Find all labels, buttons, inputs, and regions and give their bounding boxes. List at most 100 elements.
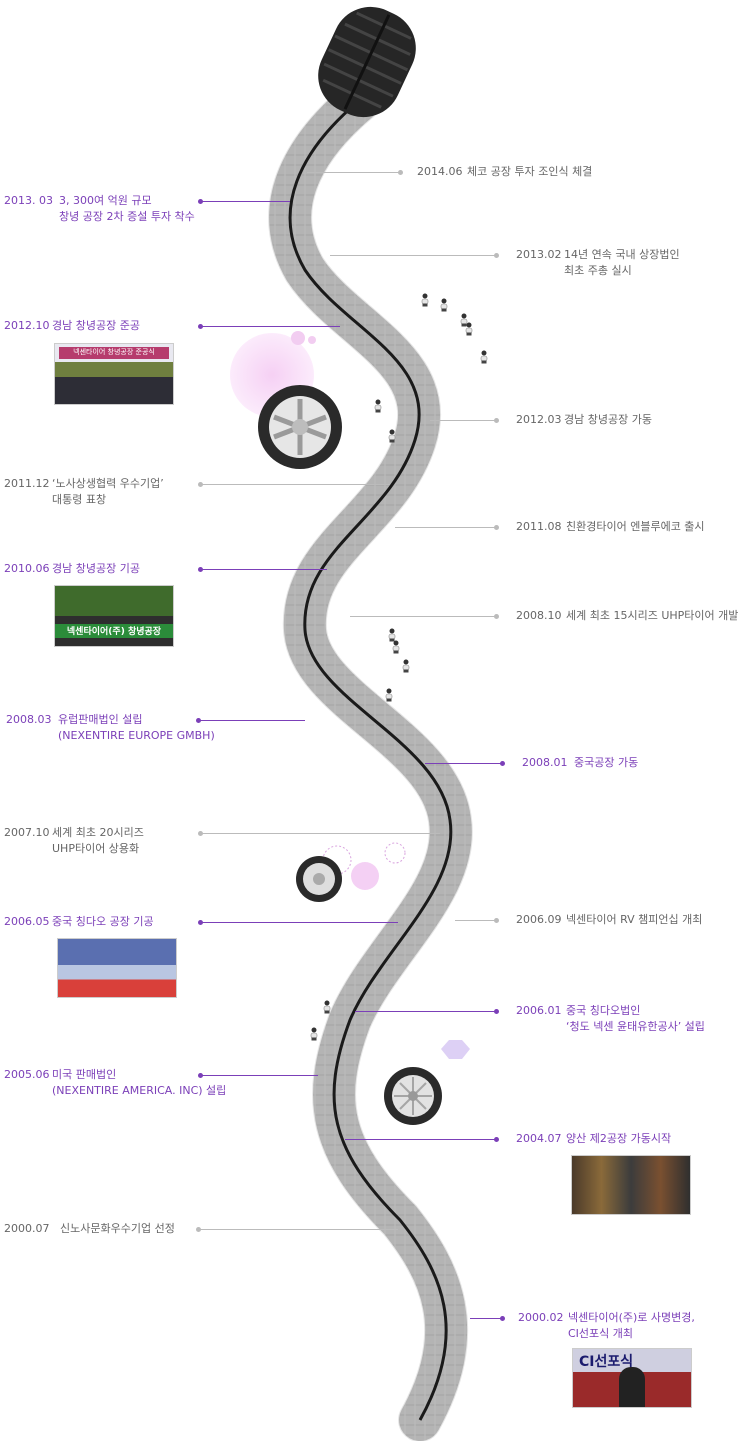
person-figure: [458, 313, 470, 327]
person-figure: [438, 298, 450, 312]
event-connector-line: [200, 1075, 318, 1076]
event-description: 최초 주총 실시: [564, 264, 632, 277]
event-connector-line: [198, 1229, 398, 1230]
event-description: 중국 칭다오법인: [566, 1004, 641, 1017]
wheel-icon: [384, 1067, 442, 1125]
event-dot: [198, 831, 203, 836]
event-description: 넥센타이어(주)로 사명변경,: [568, 1311, 695, 1324]
event-year: 2013.02: [516, 248, 562, 261]
event-connector-line: [200, 569, 327, 570]
person-figure: [383, 688, 395, 702]
event-connector-line: [200, 326, 340, 327]
event-description: 중국공장 가동: [574, 756, 639, 769]
event-year: 2011.08: [516, 520, 562, 533]
event-dot: [494, 525, 499, 530]
photo-2004-factory: [571, 1155, 691, 1215]
event-connector-line: [307, 172, 400, 173]
event-dot: [198, 567, 203, 572]
photo-2006-qingdao: [57, 938, 177, 998]
person-figure: [463, 322, 475, 336]
event-connector-line: [200, 201, 290, 202]
event-year: 2013. 03: [4, 194, 53, 207]
event-dot: [196, 718, 201, 723]
event-description: CI선포식 개최: [568, 1327, 634, 1340]
event-connector-line: [350, 616, 496, 617]
event-connector-line: [455, 920, 496, 921]
event-year: 2014.06: [417, 165, 463, 178]
road-centerline: [288, 98, 453, 1421]
event-description: 친환경타이어 엔블루에코 출시: [566, 520, 705, 533]
event-year: 2006.05: [4, 915, 50, 928]
event-connector-line: [395, 527, 496, 528]
event-dot: [198, 199, 203, 204]
person-figure: [386, 628, 398, 642]
event-connector-line: [330, 255, 496, 256]
event-year: 2007.10: [4, 826, 50, 839]
decor-circle: [384, 842, 406, 864]
event-year: 2010.06: [4, 562, 50, 575]
event-description: 양산 제2공장 가동시작: [566, 1132, 672, 1145]
photo-caption: 넥센타이어(주) 창녕공장: [66, 627, 162, 637]
event-year: 2004.07: [516, 1132, 562, 1145]
event-description: 경남 창녕공장 기공: [52, 562, 140, 575]
event-description: (NEXENTIRE AMERICA. INC) 설립: [52, 1084, 227, 1097]
person-figure: [390, 640, 402, 654]
decor-circle: [351, 862, 379, 890]
event-description: 넥센타이어 RV 챔피언십 개최: [566, 913, 703, 926]
event-description: 유럽판매법인 설립: [58, 713, 143, 726]
person-figure: [478, 350, 490, 364]
event-description: 경남 창녕공장 준공: [52, 319, 140, 332]
decor-circle: [308, 336, 316, 344]
wheel-icon: [258, 385, 342, 469]
wheel-small-icon: [296, 856, 342, 902]
event-description: 세계 최초 15시리즈 UHP타이어 개발: [566, 609, 739, 622]
event-connector-line: [355, 1011, 496, 1012]
event-dot: [494, 1009, 499, 1014]
event-connector-line: [430, 420, 496, 421]
event-description: 대통령 표창: [52, 493, 107, 506]
event-dot: [500, 761, 505, 766]
event-dot: [494, 918, 499, 923]
event-description: UHP타이어 상용화: [52, 842, 140, 855]
event-year: 2012.10: [4, 319, 50, 332]
event-connector-line: [345, 1139, 496, 1140]
event-year: 2006.09: [516, 913, 562, 926]
event-dot: [500, 1316, 505, 1321]
event-year: 2008.10: [516, 609, 562, 622]
event-description: 미국 판매법인: [52, 1068, 117, 1081]
event-connector-line: [200, 484, 390, 485]
event-description: 세계 최초 20시리즈: [52, 826, 144, 839]
person-figure: [400, 659, 412, 673]
event-description: 14년 연속 국내 상장법인: [564, 248, 680, 261]
photo-caption: CI선포식: [579, 1354, 634, 1370]
event-description: ‘노사상생협력 우수기업’: [52, 477, 164, 490]
person-figure: [308, 1027, 320, 1041]
event-dot: [494, 253, 499, 258]
event-description: 중국 칭다오 공장 기공: [52, 915, 154, 928]
event-description: 경남 창녕공장 가동: [564, 413, 652, 426]
event-description: 3, 300여 억원 규모: [59, 194, 152, 207]
event-description: 신노사문화우수기업 선정: [60, 1222, 175, 1235]
event-dot: [398, 170, 403, 175]
event-year: 2006.01: [516, 1004, 562, 1017]
decor-circle: [291, 331, 305, 345]
event-year: 2008.01: [522, 756, 568, 769]
decor-hexagon: [441, 1040, 470, 1059]
person-figure: [372, 399, 384, 413]
event-dot: [494, 418, 499, 423]
event-connector-line: [425, 763, 502, 764]
event-dot: [494, 614, 499, 619]
photo-2012-ceremony: 넥센타이어 창녕공장 준공식: [54, 343, 174, 405]
event-year: 2011.12: [4, 477, 50, 490]
event-dot: [198, 324, 203, 329]
person-figure: [419, 293, 431, 307]
event-dot: [198, 920, 203, 925]
event-dot: [198, 482, 203, 487]
event-connector-line: [198, 720, 305, 721]
event-connector-line: [470, 1318, 502, 1319]
photo-2000-ci-ceremony: CI선포식: [572, 1348, 692, 1408]
tire-top-icon: [318, 6, 416, 118]
event-description: 체코 공장 투자 조인식 체결: [467, 165, 593, 178]
event-connector-line: [200, 922, 398, 923]
